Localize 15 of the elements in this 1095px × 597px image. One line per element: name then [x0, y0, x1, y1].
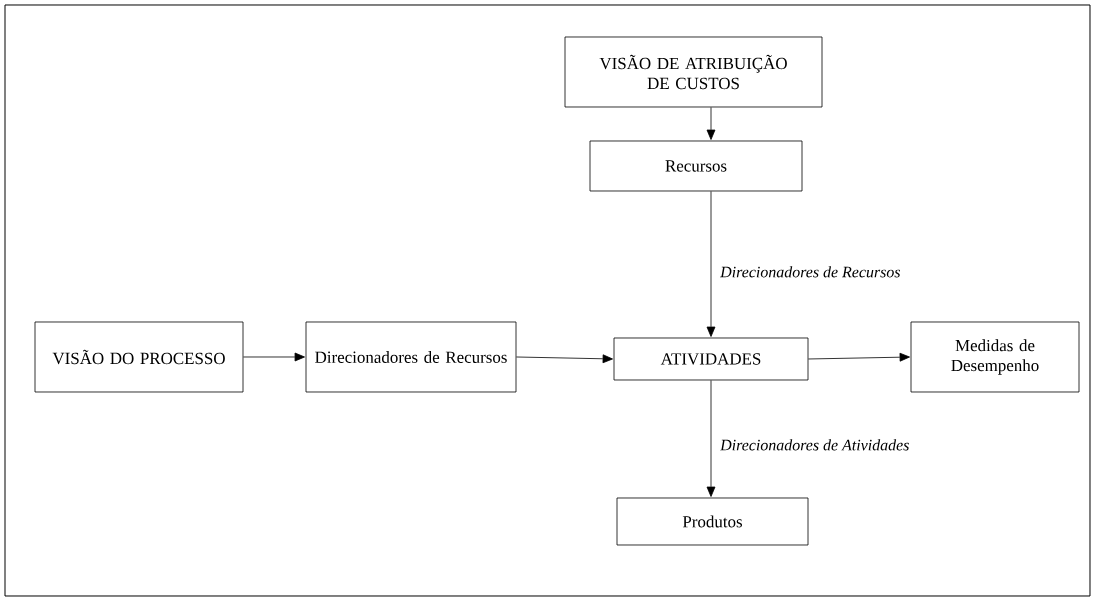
- process-box: VISÃO DE ATRIBUIÇÃO DE CUSTOS: [564, 36, 823, 108]
- process-box: Direcionadores de Recursos: [305, 321, 517, 393]
- arrow: [706, 380, 716, 497]
- arrow: [808, 352, 910, 362]
- arrow: [706, 107, 716, 140]
- process-box: ATIVIDADES: [613, 337, 809, 381]
- edge-label: Direcionadores de Recursos: [719, 265, 902, 279]
- arrow: [243, 352, 305, 362]
- process-box: Recursos: [589, 140, 803, 192]
- edge-label: Direcionadores de Atividades: [719, 438, 911, 452]
- arrow: [706, 191, 716, 337]
- process-box: VISÃO DO PROCESSO: [34, 321, 244, 393]
- process-box: Produtos: [616, 497, 809, 546]
- arrow: [516, 354, 613, 364]
- process-box: Medidas de Desempenho: [910, 321, 1080, 393]
